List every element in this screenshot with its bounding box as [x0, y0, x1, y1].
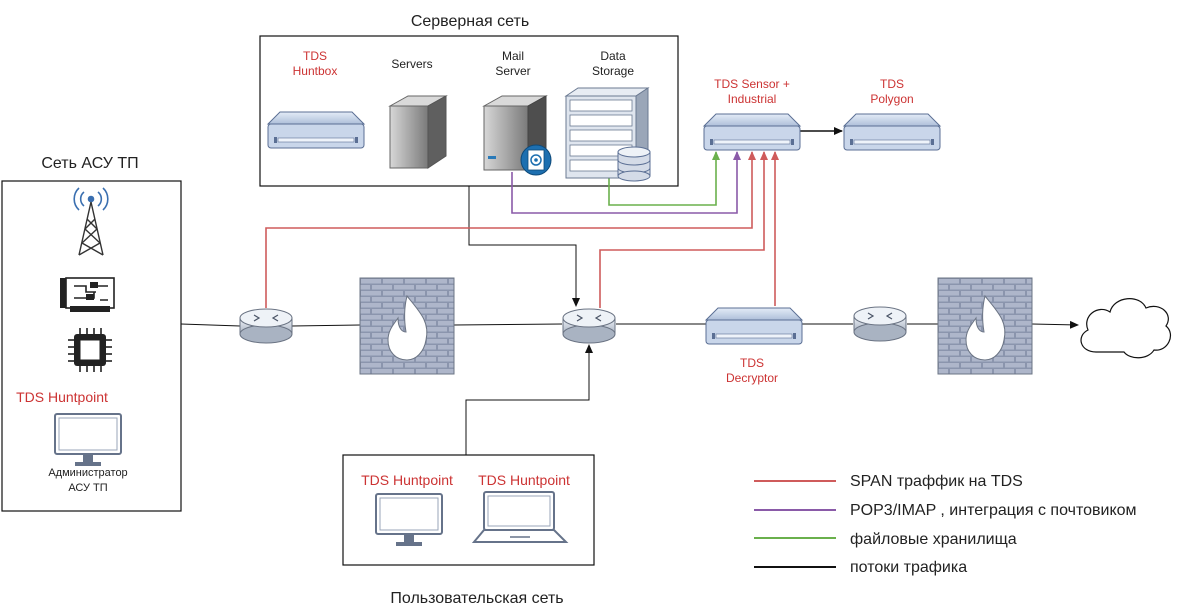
traffic-lines [180, 127, 1079, 455]
svg-text:Huntbox: Huntbox [293, 64, 338, 78]
svg-text:Data: Data [600, 49, 626, 63]
tds-polygon-label: TDS Polygon [870, 77, 913, 106]
legend: SPAN траффик на TDS POP3/IMAP , интеграц… [754, 473, 1137, 576]
svg-text:Polygon: Polygon [870, 92, 913, 106]
servers-label: Servers [391, 57, 432, 71]
ics-network-title: Сеть АСУ ТП [41, 155, 138, 172]
admin-monitor-icon [54, 413, 122, 466]
svg-text:Decryptor: Decryptor [726, 371, 778, 385]
ics-huntpoint-label: TDS Huntpoint [16, 389, 108, 405]
network-card-icon [60, 277, 115, 312]
tds-sensor-label: TDS Sensor + Industrial [714, 77, 790, 106]
svg-text:TDS Sensor +: TDS Sensor + [714, 77, 790, 91]
user-huntpoint-1-label: TDS Huntpoint [361, 472, 453, 488]
svg-text:TDS: TDS [303, 49, 327, 63]
pop3-line [511, 151, 741, 214]
files-line [608, 151, 720, 206]
tds-decryptor-device [704, 307, 804, 345]
mail-icon [520, 144, 552, 176]
router-right [853, 306, 907, 342]
svg-text:АСУ ТП: АСУ ТП [68, 482, 107, 494]
cpu-chip-icon [68, 328, 112, 372]
svg-text:Администратор: Администратор [48, 467, 127, 479]
svg-text:Server: Server [495, 64, 530, 78]
router-center [562, 308, 616, 344]
svg-text:TDS: TDS [880, 77, 904, 91]
legend-label-files: файловые хранилища [850, 531, 1017, 548]
tds-huntbox-device [266, 111, 366, 149]
tds-polygon-device [842, 113, 942, 151]
tds-decryptor-label: TDS Decryptor [726, 356, 778, 385]
laptop-icon [471, 491, 569, 543]
span-lines [265, 151, 779, 308]
user-huntpoint-2-label: TDS Huntpoint [478, 472, 570, 488]
router-left [239, 308, 293, 344]
legend-label-traffic: потоки трафика [850, 559, 967, 576]
admin-label: Администратор АСУ ТП [48, 467, 127, 494]
firewall-left-icon [359, 277, 455, 375]
firewall-right-icon [937, 277, 1033, 375]
database-icon [617, 146, 651, 182]
internet-cloud-icon [1080, 298, 1171, 359]
tds-huntbox-label: TDS Huntbox [293, 49, 338, 78]
server-network-title: Серверная сеть [411, 13, 529, 30]
tds-sensor-device [702, 113, 802, 151]
svg-text:Mail: Mail [502, 49, 524, 63]
mail-server-label: Mail Server [495, 49, 530, 78]
legend-label-span: SPAN траффик на TDS [850, 473, 1023, 490]
legend-label-pop3: POP3/IMAP , интеграция с почтовиком [850, 502, 1137, 519]
svg-text:Industrial: Industrial [728, 92, 777, 106]
data-storage-label: Data Storage [592, 49, 634, 78]
user-network-title: Пользовательская сеть [390, 590, 563, 607]
svg-text:Storage: Storage [592, 64, 634, 78]
desktop-monitor-icon [375, 493, 443, 546]
svg-text:TDS: TDS [740, 356, 764, 370]
radio-tower-icon [73, 187, 109, 256]
servers-device [388, 95, 448, 169]
